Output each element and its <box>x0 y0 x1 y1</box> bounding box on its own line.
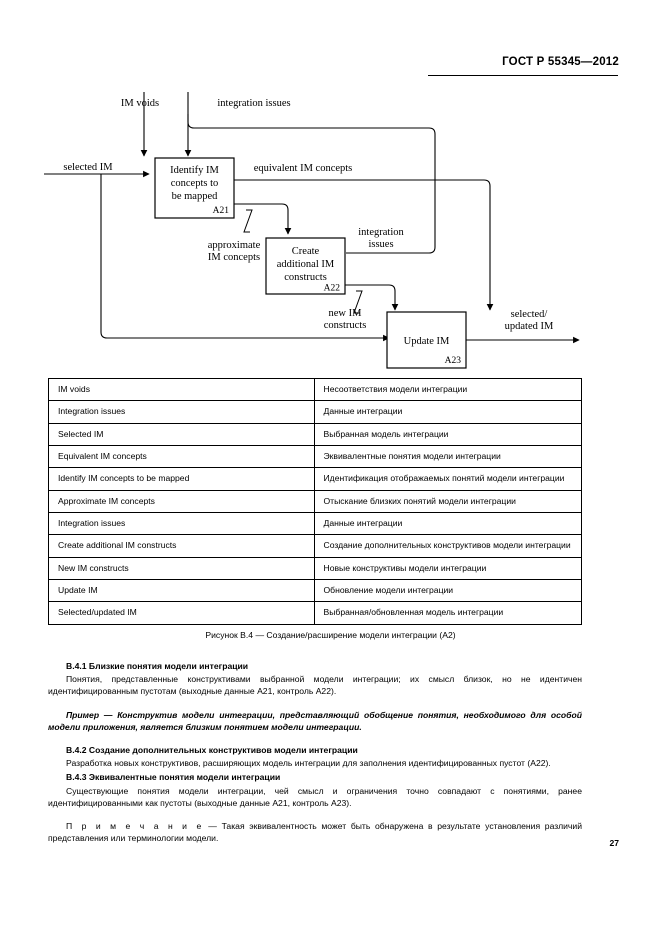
table-cell-term-en: Integration issues <box>48 400 315 424</box>
table-cell-term-en: Equivalent IM concepts <box>48 445 315 469</box>
table-cell-term-en: Selected/updated IM <box>48 601 315 625</box>
path-approximate-im-concepts <box>234 203 292 235</box>
box-a21-line-3: be mapped <box>172 191 219 202</box>
box-a22-line-1: Create <box>292 246 320 257</box>
label-im-voids: IM voids <box>121 98 159 109</box>
table-cell-term-en: Create additional IM constructs <box>48 534 315 558</box>
body-text-block: В.4.1 Близкие понятия модели интеграции … <box>48 660 582 846</box>
table-cell-term-ru: Идентификация отображаемых понятий модел… <box>313 467 582 491</box>
paragraph-b43: Существующие понятия модели интеграции, … <box>48 785 582 808</box>
box-a22-id: A22 <box>324 284 341 294</box>
table-cell-term-ru: Создание дополнительных конструктивов мо… <box>313 534 582 558</box>
table-cell-term-en: Selected IM <box>48 422 315 447</box>
table-cell-term-ru: Данные интеграции <box>313 400 582 424</box>
label-selected-im: selected IM <box>63 162 113 173</box>
table-cell-term-en: Update IM <box>48 579 315 603</box>
label-approximate-line-1: approximate <box>208 240 261 251</box>
heading-b41: В.4.1 Близкие понятия модели интеграции <box>66 661 249 671</box>
path-integration-issues-feedback <box>187 114 436 254</box>
label-selected-updated-1: selected/ <box>511 309 548 320</box>
label-new-im-1: new IM <box>329 308 363 319</box>
label-equivalent-im-concepts: equivalent IM concepts <box>254 163 353 174</box>
table-cell-term-ru: Новые конструктивы модели интеграции <box>313 556 582 581</box>
table-cell-term-en: Integration issues <box>48 512 315 536</box>
box-a22-line-3: constructs <box>284 272 327 283</box>
tunnel-mark-approximate <box>243 209 253 233</box>
note-label: П р и м е ч а н и е <box>66 821 204 832</box>
path-equivalent-im-concepts <box>234 179 494 311</box>
box-a23-line-1: Update IM <box>404 336 450 347</box>
label-selected-updated-2: updated IM <box>505 321 554 332</box>
idef0-diagram: Identify IM concepts to be mapped A21 Cr… <box>44 92 624 377</box>
page-header-standard-number: ГОСТ Р 55345—2012 <box>502 56 619 68</box>
table-cell-term-ru: Несоответствия модели интеграции <box>313 377 582 402</box>
table-cell-term-ru: Выбранная модель интеграции <box>313 422 582 447</box>
box-a23-id: A23 <box>445 356 462 366</box>
label-new-im-2: constructs <box>324 320 367 331</box>
table-cell-term-en: IM voids <box>48 377 315 402</box>
table-cell-term-en: Approximate IM concepts <box>48 489 315 514</box>
table-cell-term-ru: Данные интеграции <box>313 512 582 536</box>
table-cell-term-ru: Выбранная/обновленная модель интеграции <box>313 601 582 625</box>
label-approximate-line-2: IM concepts <box>208 252 260 263</box>
box-a21-id: A21 <box>213 206 230 216</box>
label-integration-issues-mid-1: integration <box>358 227 404 238</box>
label-integration-issues-mid-2: issues <box>368 239 393 250</box>
path-new-im-constructs <box>344 284 399 311</box>
note-body: — Такая эквивалентность может быть обнар… <box>48 821 582 844</box>
paragraph-b41: Понятия, представленные конструктивами в… <box>48 674 582 697</box>
table-cell-term-en: New IM constructs <box>48 556 315 581</box>
table-cell-term-en: Identify IM concepts to be mapped <box>48 467 315 491</box>
paragraph-b42: Разработка новых конструктивов, расширяю… <box>66 758 551 769</box>
table-cell-term-ru: Обновление модели интеграции <box>313 579 582 603</box>
heading-b42: В.4.2 Создание дополнительных конструкти… <box>66 745 358 756</box>
path-selected-im-to-update <box>100 174 385 339</box>
paragraph-note: П р и м е ч а н и е — Такая эквивалентно… <box>48 820 582 844</box>
activity-box-a23: Update IM A23 <box>386 311 467 369</box>
header-rule <box>428 75 618 76</box>
box-a21-line-2: concepts to <box>171 178 219 189</box>
activity-box-a21: Identify IM concepts to be mapped A21 <box>154 157 235 219</box>
paragraph-example: Пример — Конструктив модели интеграции, … <box>48 709 582 732</box>
table-cell-term-ru: Эквивалентные понятия модели интеграции <box>313 445 582 469</box>
activity-box-a22: Create additional IM constructs A22 <box>265 237 346 295</box>
page-number: 27 <box>609 838 619 848</box>
box-a22-line-2: additional IM <box>277 259 335 270</box>
tunnel-mark-new-im <box>353 290 363 314</box>
table-cell-term-ru: Отыскание близких понятий модели интегра… <box>313 489 582 514</box>
box-a21-line-1: Identify IM <box>170 165 219 176</box>
heading-b43: В.4.3 Эквивалентные понятия модели интег… <box>66 772 281 783</box>
label-integration-issues-top: integration issues <box>217 98 290 109</box>
figure-caption: Рисунок В.4 — Создание/расширение модели… <box>205 630 456 640</box>
